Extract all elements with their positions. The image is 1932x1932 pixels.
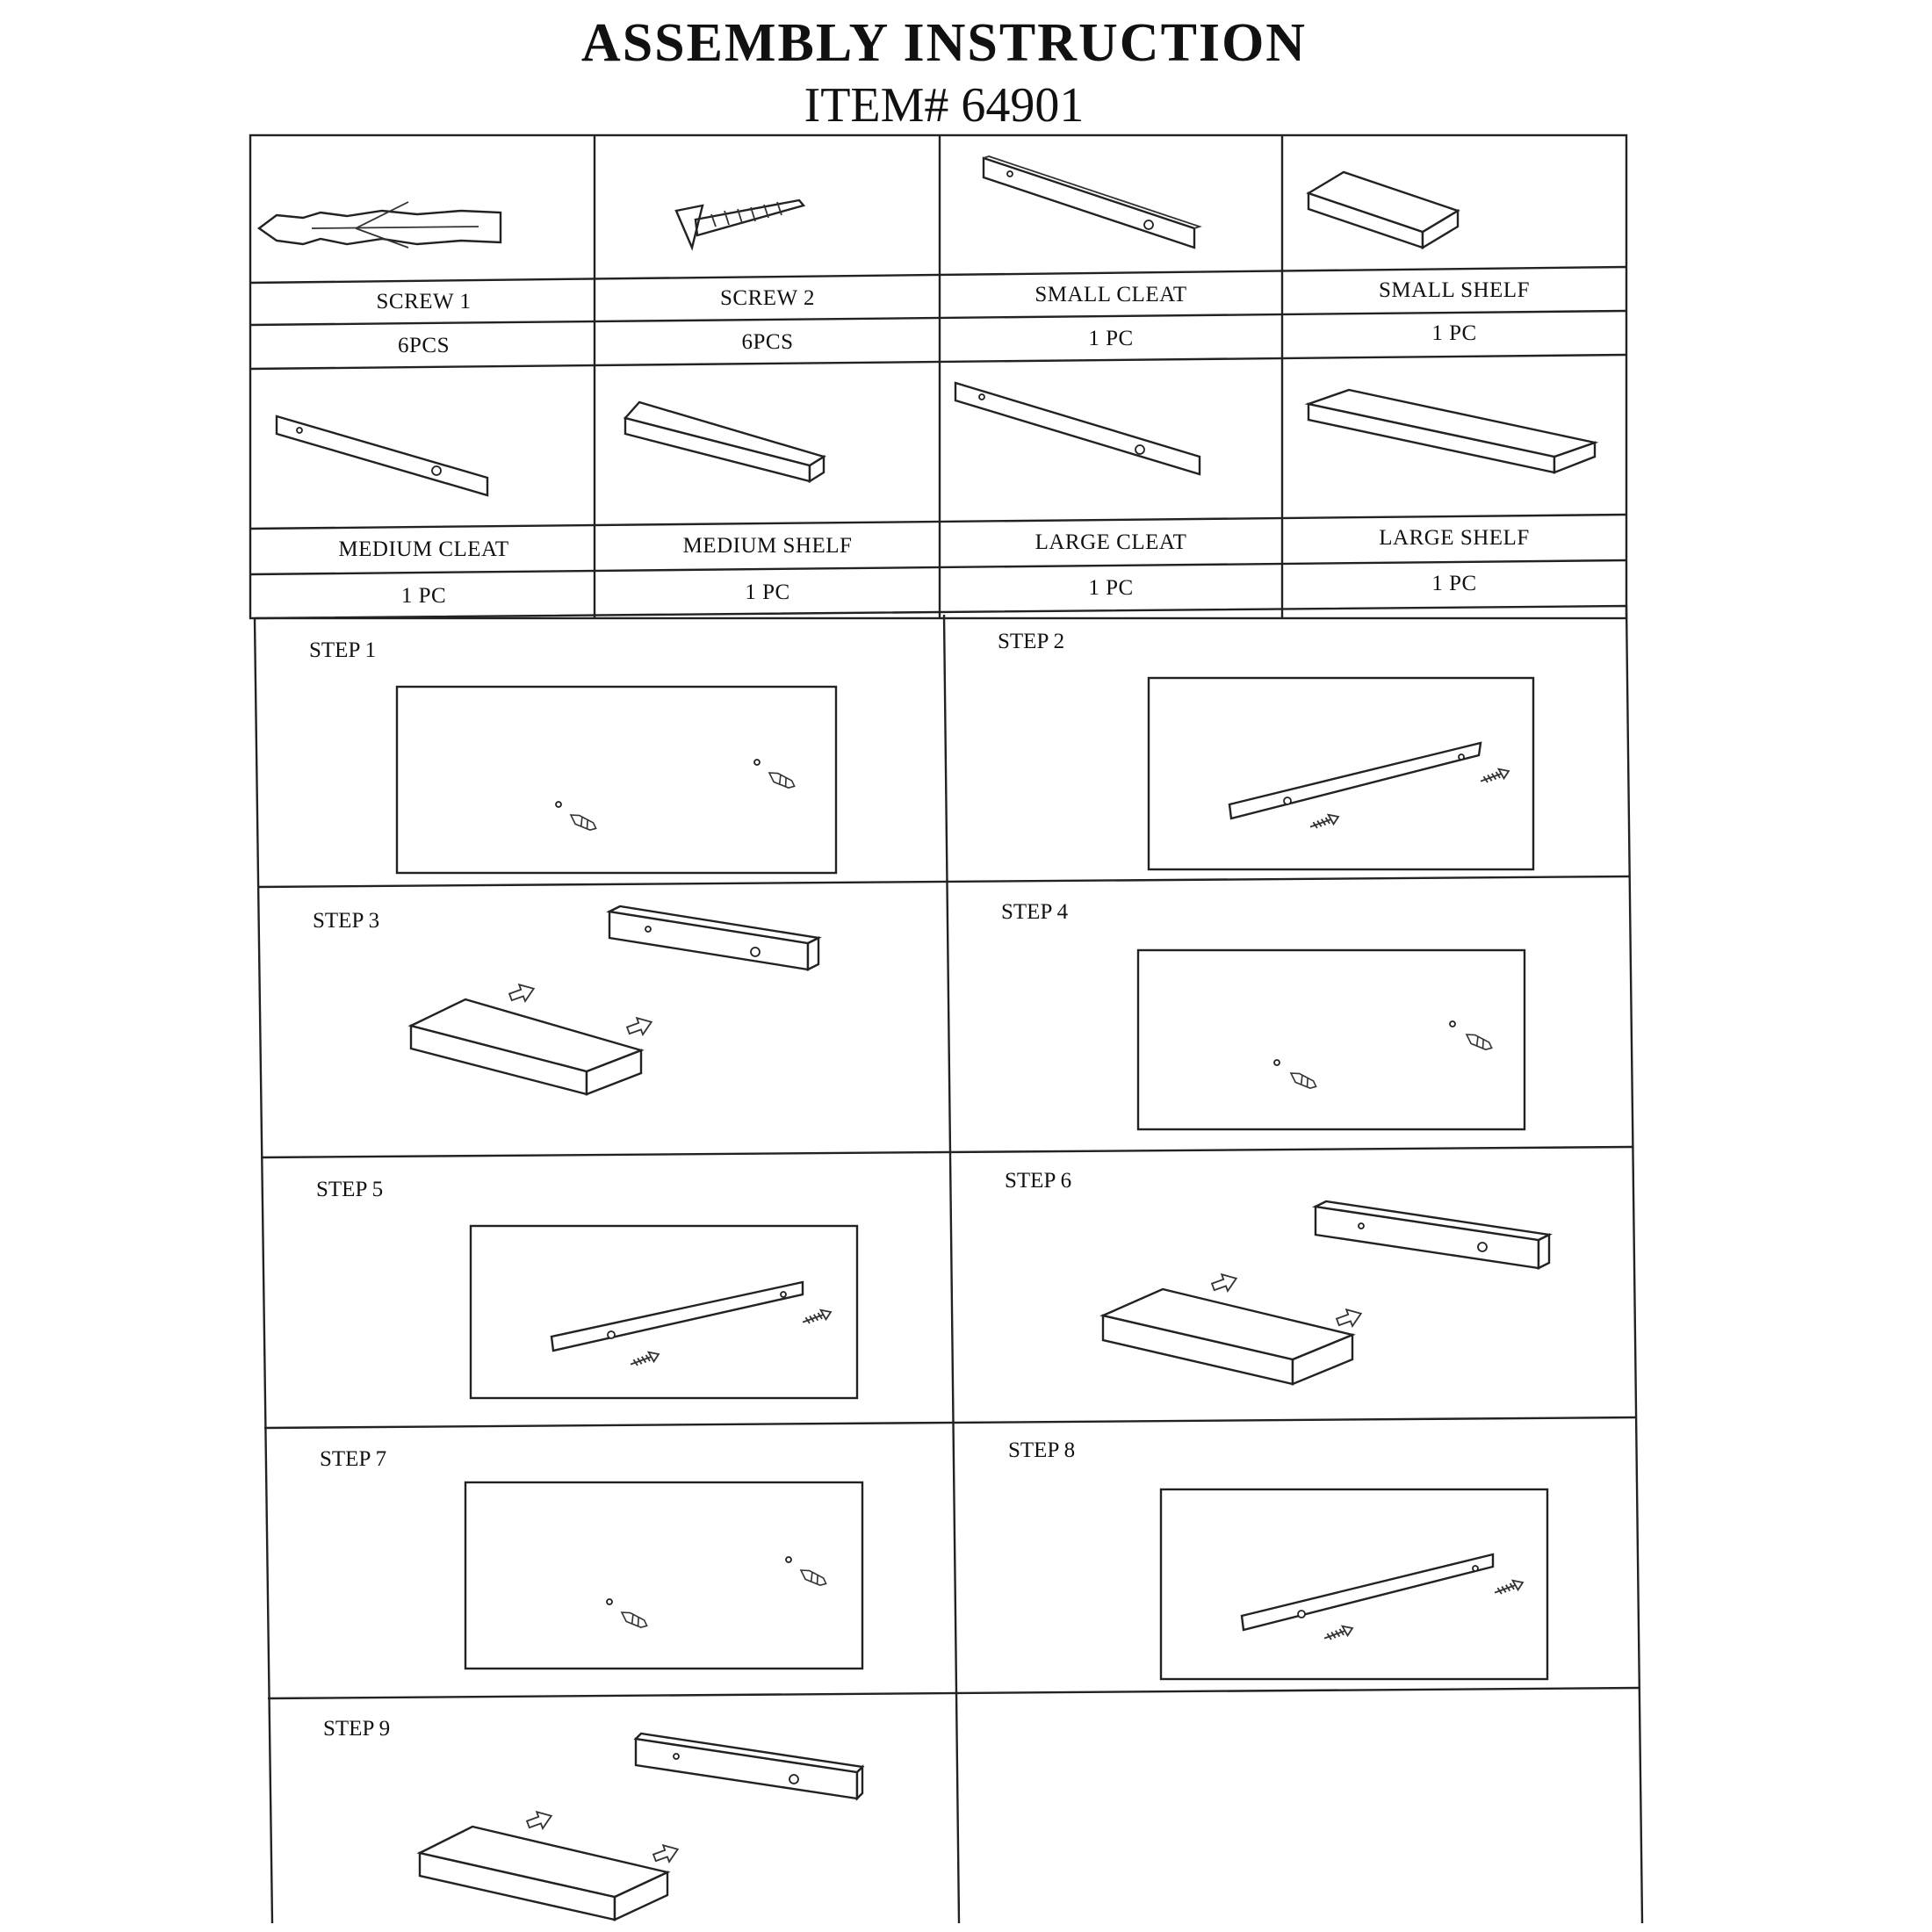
- part-name-medium-shelf: MEDIUM SHELF: [682, 534, 853, 558]
- step-3-illustration: [407, 905, 822, 1096]
- step-1-label: STEP 1: [309, 638, 377, 662]
- part-qty-small-shelf: 1 PC: [1431, 321, 1477, 345]
- part-name-medium-cleat: MEDIUM CLEAT: [338, 537, 509, 561]
- step-6-illustration: [1099, 1200, 1553, 1386]
- step-3-label: STEP 3: [313, 909, 380, 933]
- step-7-label: STEP 7: [320, 1447, 387, 1471]
- wall-anchor-icon: [256, 201, 502, 249]
- step-1-illustration: [395, 685, 838, 875]
- part-qty-medium-cleat: 1 PC: [400, 584, 447, 608]
- step-4-label: STEP 4: [1001, 900, 1069, 924]
- shelf-icon: [1306, 170, 1460, 250]
- part-qty-screw-2: 6PCS: [741, 330, 794, 354]
- step-8-label: STEP 8: [1008, 1438, 1076, 1462]
- part-qty-large-shelf: 1 PC: [1431, 572, 1477, 595]
- part-qty-small-cleat: 1 PC: [1088, 327, 1134, 350]
- part-qty-medium-shelf: 1 PC: [745, 580, 790, 604]
- step-8-illustration: [1159, 1488, 1549, 1681]
- part-name-screw-1: SCREW 1: [376, 290, 472, 314]
- cleat-icon: [275, 415, 489, 497]
- shelf-icon: [1304, 388, 1599, 474]
- part-qty-large-cleat: 1 PC: [1088, 576, 1134, 600]
- step-2-label: STEP 2: [998, 630, 1065, 653]
- part-name-small-cleat: SMALL CLEAT: [1034, 283, 1187, 306]
- shelf-icon: [623, 400, 826, 484]
- step-9-label: STEP 9: [323, 1717, 391, 1741]
- step-7-illustration: [464, 1481, 864, 1670]
- step-9-illustration: [416, 1732, 865, 1921]
- step-5-label: STEP 5: [316, 1178, 384, 1201]
- part-qty-screw-1: 6PCS: [398, 334, 450, 357]
- part-name-small-shelf: SMALL SHELF: [1379, 278, 1530, 302]
- parts-table: [249, 133, 1628, 620]
- cleat-icon: [954, 381, 1201, 476]
- part-name-large-cleat: LARGE CLEAT: [1034, 530, 1187, 554]
- steps-grid: [253, 604, 1644, 1924]
- step-6-label: STEP 6: [1005, 1169, 1072, 1193]
- item-number: ITEM# 64901: [804, 78, 1085, 133]
- step-5-illustration: [469, 1224, 859, 1400]
- step-4-illustration: [1136, 948, 1526, 1131]
- page-title: ASSEMBLY INSTRUCTION: [580, 13, 1308, 73]
- step-2-illustration: [1147, 676, 1535, 871]
- part-name-screw-2: SCREW 2: [720, 286, 815, 310]
- part-name-large-shelf: LARGE SHELF: [1379, 526, 1530, 550]
- cleat-icon: [982, 155, 1202, 249]
- screw-icon: [674, 198, 806, 251]
